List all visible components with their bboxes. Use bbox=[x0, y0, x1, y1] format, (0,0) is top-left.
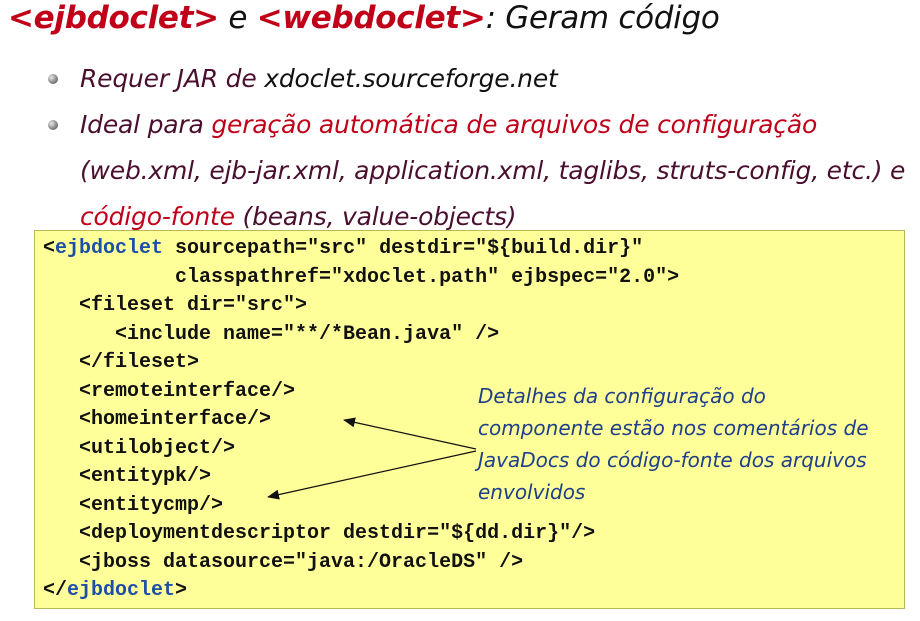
code-tag-ejbdoclet: ejbdoclet bbox=[55, 237, 164, 260]
bullet-highlight-config: geração automática de arquivos de config… bbox=[211, 110, 818, 139]
code-line-10: <entitycmp/> bbox=[43, 493, 224, 517]
bullet-text: Requer JAR de bbox=[80, 64, 265, 93]
bullet-highlight-source: código-fonte bbox=[80, 202, 235, 231]
code-line-7: <homeinterface/> bbox=[43, 408, 272, 431]
title-tag-ejbdoclet: <ejbdoclet> bbox=[8, 0, 219, 36]
title-conjunction: e bbox=[218, 0, 257, 36]
bullet-text-files: (web.xml, ejb-jar.xml, application.xml, … bbox=[80, 156, 906, 185]
annotation-note: Detalhes da configuração do componente e… bbox=[478, 384, 869, 504]
code-line-5: </fileset> bbox=[43, 351, 200, 374]
bullet-item-ideal: Ideal para geração automática de arquivo… bbox=[46, 102, 912, 240]
bullet-list: Requer JAR de xdoclet.sourceforge.net Id… bbox=[46, 56, 912, 240]
code-line-12: <jboss datasource="java:/OracleDS" /> bbox=[43, 550, 524, 574]
code-line-3: <fileset dir="src"> bbox=[43, 294, 308, 317]
slide-title: <ejbdoclet> e <webdoclet>: Geram código bbox=[8, 0, 720, 36]
code-block: <ejbdoclet sourcepath="src" destdir="${b… bbox=[43, 235, 679, 606]
title-tag-webdoclet: <webdoclet> bbox=[256, 0, 486, 36]
title-rest: : Geram código bbox=[485, 0, 720, 36]
bullet-item-jar: Requer JAR de xdoclet.sourceforge.net bbox=[46, 56, 912, 102]
code-line-11: <deploymentdescriptor destdir="${dd.dir}… bbox=[43, 522, 596, 545]
code-line-4: <include name="**/*Bean.java" /> bbox=[43, 322, 500, 346]
arrow-to-entitycmp bbox=[267, 450, 477, 500]
code-box: <ejbdoclet sourcepath="src" destdir="${b… bbox=[34, 230, 905, 609]
bullet-url: xdoclet.sourceforge.net bbox=[264, 64, 558, 93]
bullet-dot-icon bbox=[48, 120, 58, 130]
code-line-8: <utilobject/> bbox=[43, 436, 236, 460]
code-line-9: <entitypk/> bbox=[43, 465, 212, 488]
code-line-13: </ejbdoclet> bbox=[43, 579, 188, 602]
code-line-2: classpathref="xdoclet.path" ejbspec="2.0… bbox=[43, 265, 680, 289]
code-line-1: <ejbdoclet sourcepath="src" destdir="${b… bbox=[43, 237, 644, 260]
bullet-text: Ideal para bbox=[80, 110, 212, 139]
code-line-6: <remoteinterface/> bbox=[43, 379, 296, 403]
bullet-dot-icon bbox=[48, 74, 58, 84]
arrow-to-homeinterface bbox=[343, 417, 477, 450]
bullet-text-beans: (beans, value-objects) bbox=[234, 202, 517, 231]
code-tag-ejbdoclet-close: ejbdoclet bbox=[67, 579, 176, 602]
